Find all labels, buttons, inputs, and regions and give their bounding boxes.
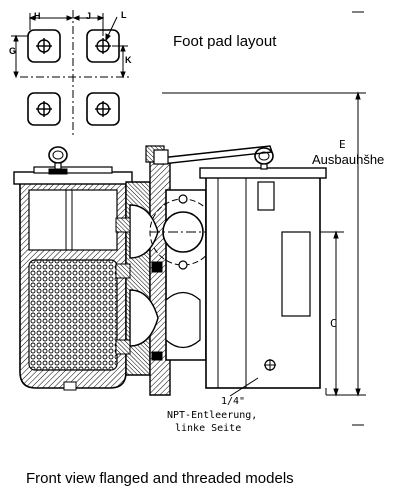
left-housing: [13, 146, 133, 391]
foot-pad-layout: [11, 10, 130, 135]
foot-pad-title: Foot pad layout: [173, 33, 277, 50]
front-view: [13, 11, 366, 426]
valve-body: [115, 145, 171, 396]
dim-label-c: C: [330, 317, 337, 330]
drain-type-label: NPT-Entleerung,: [167, 410, 258, 421]
dim-label-g: G: [9, 46, 17, 56]
front-view-caption: Front view flanged and threaded models: [26, 470, 294, 487]
drain-size-label: 1/4": [221, 396, 246, 407]
dim-label-j: J: [86, 11, 92, 21]
dim-label-h: H: [34, 11, 41, 21]
dim-label-l: L: [121, 10, 127, 20]
drain-side-label: linke Seite: [175, 423, 242, 434]
right-housing: [199, 147, 327, 397]
dim-label-k: K: [125, 55, 132, 65]
removal-height-label: Ausbauhšhe: [312, 152, 385, 167]
handle-lever: [153, 145, 273, 165]
dim-label-e: E: [339, 138, 346, 151]
